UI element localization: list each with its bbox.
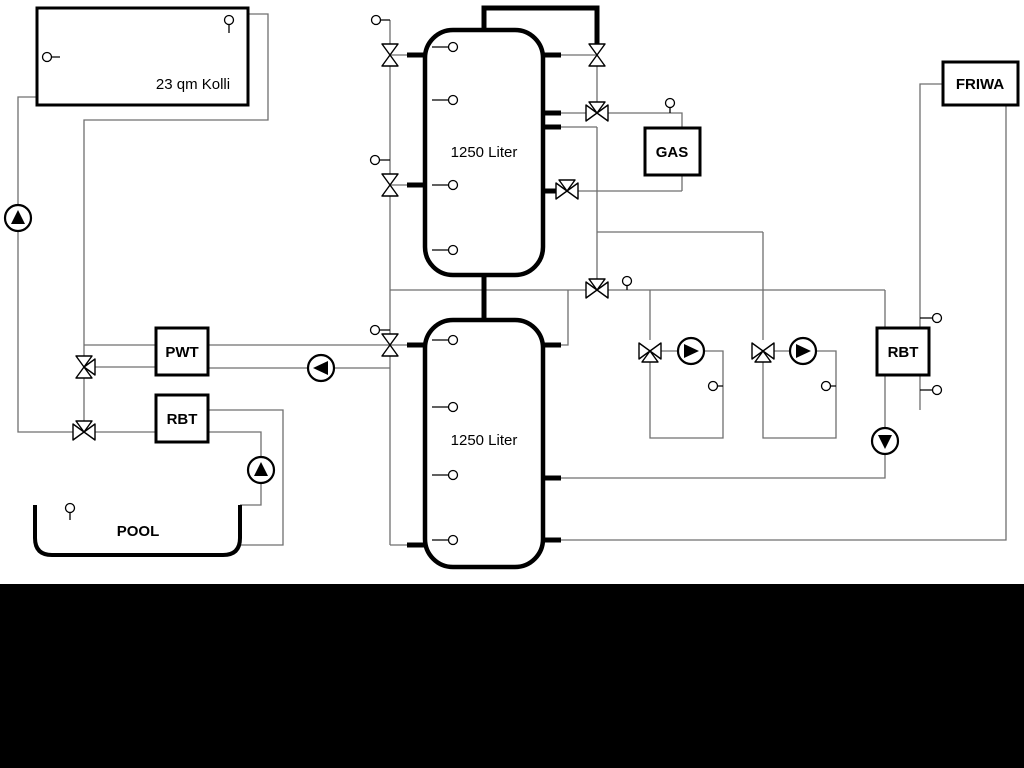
friwa-box bbox=[941, 60, 1020, 107]
rbt-left-label: RBT bbox=[167, 411, 198, 428]
pipe-sensor-icon bbox=[369, 324, 381, 336]
three-way-valve-icon-distribution bbox=[585, 278, 609, 299]
pool-basin bbox=[33, 505, 242, 557]
valve-icon-tank-top-right bbox=[588, 43, 606, 67]
pump-icon-solar bbox=[3, 203, 33, 233]
tank-top-label: 1250 Liter bbox=[451, 144, 518, 161]
buffer-tank-bottom bbox=[422, 317, 546, 570]
pool-label: POOL bbox=[117, 523, 160, 540]
pwt-label: PWT bbox=[165, 344, 198, 361]
gas-boiler-box bbox=[643, 126, 702, 177]
bottom-black-band bbox=[0, 584, 1024, 768]
pipe-sensor-icon bbox=[820, 380, 832, 392]
three-way-valve-icon-gas-supply bbox=[585, 101, 609, 122]
rbt-left-box bbox=[154, 393, 210, 444]
friwa-label: FRIWA bbox=[956, 76, 1004, 93]
pipe-sensor-icon bbox=[369, 154, 381, 166]
tank-sensor-stems bbox=[432, 46, 448, 541]
pool-sensor-icon bbox=[64, 502, 76, 514]
three-way-valve-icon-heating-circuit-1 bbox=[638, 342, 662, 363]
three-way-valve-icon-gas-return bbox=[555, 179, 579, 200]
sensor-icon bbox=[447, 469, 459, 481]
pipe-network bbox=[17, 13, 1007, 546]
tank-sensor-icons bbox=[432, 41, 459, 546]
sensor-stems bbox=[51, 19, 933, 520]
pipe-sensor-icon bbox=[621, 275, 633, 287]
sensor-icon bbox=[447, 534, 459, 546]
collector-label: 23 qm Kolli bbox=[156, 76, 230, 93]
tank-top-main-pipe bbox=[481, 5, 600, 44]
main-pipes bbox=[407, 5, 600, 548]
collector-sensor-icon bbox=[223, 14, 235, 26]
pwt-box bbox=[154, 326, 210, 377]
gas-label: GAS bbox=[656, 144, 689, 161]
three-way-valve-icon-rbt-left bbox=[72, 420, 96, 441]
tank-bottom-label: 1250 Liter bbox=[451, 432, 518, 449]
buffer-tank-top bbox=[422, 27, 546, 278]
sensor-icon bbox=[447, 334, 459, 346]
sensor-icon bbox=[447, 94, 459, 106]
valve-icon-collector-line-top bbox=[381, 43, 399, 67]
rbt-right-box bbox=[875, 326, 931, 377]
pipe-sensor-icon bbox=[370, 14, 382, 26]
valve-icon-collector-line-bottom bbox=[381, 333, 399, 357]
pipe-sensor-icon bbox=[664, 97, 676, 109]
pipe-sensor-icon bbox=[931, 312, 943, 324]
three-way-valve-icon-pwt bbox=[75, 355, 96, 379]
collector-sensor-icon bbox=[41, 51, 53, 63]
three-way-valve-icon-heating-circuit-2 bbox=[751, 342, 775, 363]
tank-port-stubs bbox=[407, 52, 561, 548]
sensor-icon bbox=[447, 41, 459, 53]
sensor-icon bbox=[447, 179, 459, 191]
pump-icon-heating-circuit-1 bbox=[676, 336, 706, 366]
pump-icon-pwt-loop bbox=[306, 353, 336, 383]
pump-icon-heating-circuit-2 bbox=[788, 336, 818, 366]
pipe-sensor-icon bbox=[931, 384, 943, 396]
pump-icon-rbt-right bbox=[870, 426, 900, 456]
rbt-right-label: RBT bbox=[888, 344, 919, 361]
pump-icon-pool-loop bbox=[246, 455, 276, 485]
sensor-icon bbox=[447, 244, 459, 256]
valve-icon-collector-line-mid bbox=[381, 173, 399, 197]
sensor-icons bbox=[41, 14, 943, 520]
sensor-icon bbox=[447, 401, 459, 413]
pipe-sensor-icon bbox=[707, 380, 719, 392]
solar-collector-box bbox=[35, 6, 250, 107]
pipe-segments bbox=[17, 13, 1007, 546]
